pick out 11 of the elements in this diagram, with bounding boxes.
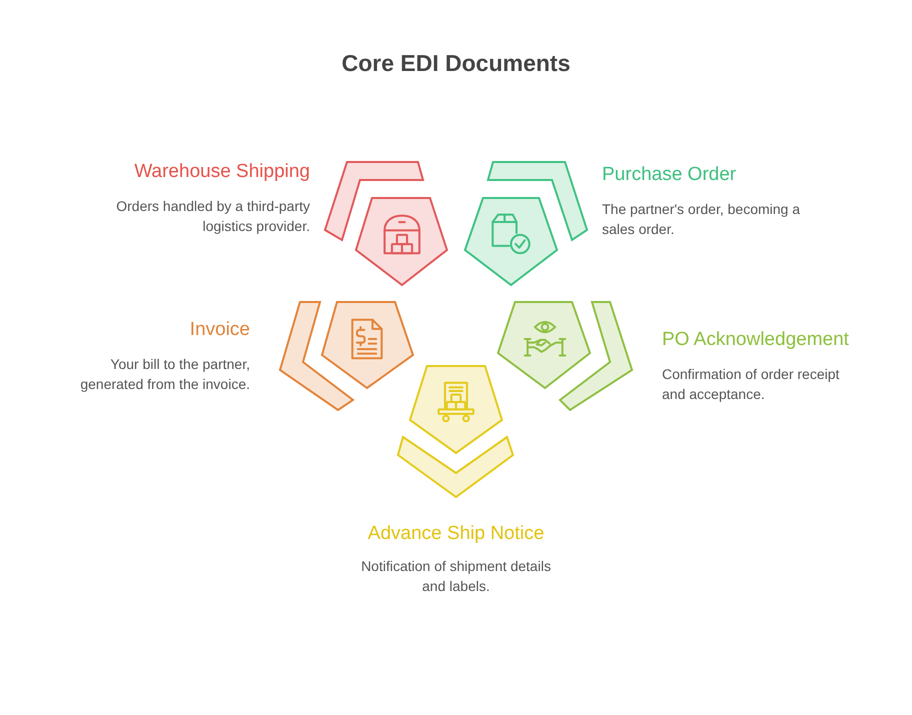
segment-description: Confirmation of order receipt and acceptance. — [662, 365, 840, 404]
segment-description: The partner's order, becoming a sales order. — [602, 200, 802, 239]
segment-heading: Warehouse Shipping — [134, 160, 310, 184]
segment-heading: Invoice — [190, 318, 250, 342]
segment-description: Notification of shipment details and labels. — [360, 557, 552, 596]
segment-description: Orders handled by a third-party logistics provider. — [115, 197, 310, 236]
diagram-title: Core EDI Documents — [342, 49, 570, 77]
segment-description: Your bill to the partner, generated from the invoice. — [79, 355, 250, 394]
segment-heading: Advance Ship Notice — [368, 522, 544, 546]
segment-heading: Purchase Order — [602, 163, 736, 187]
segment-heading: PO Acknowledgement — [662, 328, 849, 352]
